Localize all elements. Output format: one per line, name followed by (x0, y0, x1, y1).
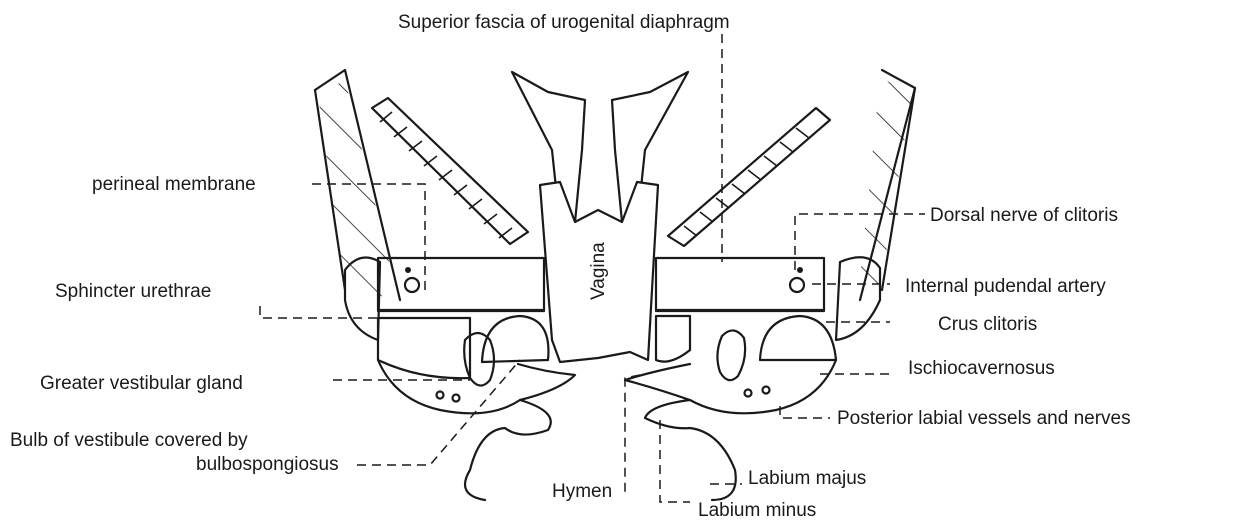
label-crus-clitoris: Crus clitoris (938, 314, 1037, 335)
label-perineal-membrane: perineal membrane (92, 174, 256, 195)
label-vagina: Vagina (588, 242, 609, 300)
right-bulb-of-vestibule (656, 316, 836, 362)
label-dorsal-nerve: Dorsal nerve of clitoris (930, 205, 1118, 226)
left-labia (378, 360, 575, 500)
right-levator-band (668, 108, 830, 246)
label-greater-vestibular-gland: Greater vestibular gland (40, 373, 243, 394)
vaginal-fornices (512, 72, 688, 226)
label-hymen: Hymen (552, 481, 612, 502)
left-levator-band (372, 98, 528, 244)
right-internal-pudendal-artery (790, 267, 804, 292)
left-posterior-labial-vessel-2 (453, 395, 460, 402)
right-posterior-labial-vessels (745, 390, 752, 397)
left-internal-pudendal-artery (405, 267, 419, 292)
label-ischiocavernosus: Ischiocavernosus (908, 358, 1055, 379)
right-posterior-labial-vessel-2 (763, 387, 770, 394)
label-superior-fascia: Superior fascia of urogenital diaphragm (398, 12, 730, 33)
left-greater-vestibular-gland (464, 333, 494, 386)
label-bulb-line-1: Bulb of vestibule covered by (10, 430, 248, 451)
right-greater-vestibular-gland (717, 330, 745, 380)
right-pelvic-wall (858, 70, 915, 300)
label-bulb-line-2: bulbospongiosus (196, 454, 339, 475)
label-labium-minus: Labium minus (698, 500, 816, 521)
label-internal-pudendal-artery: Internal pudendal artery (905, 276, 1106, 297)
left-posterior-labial-vessels (437, 392, 444, 399)
label-labium-majus: Labium majus (748, 468, 866, 489)
label-sphincter-urethrae: Sphincter urethrae (55, 281, 211, 302)
label-posterior-labial-vessels: Posterior labial vessels and nerves (837, 408, 1131, 429)
